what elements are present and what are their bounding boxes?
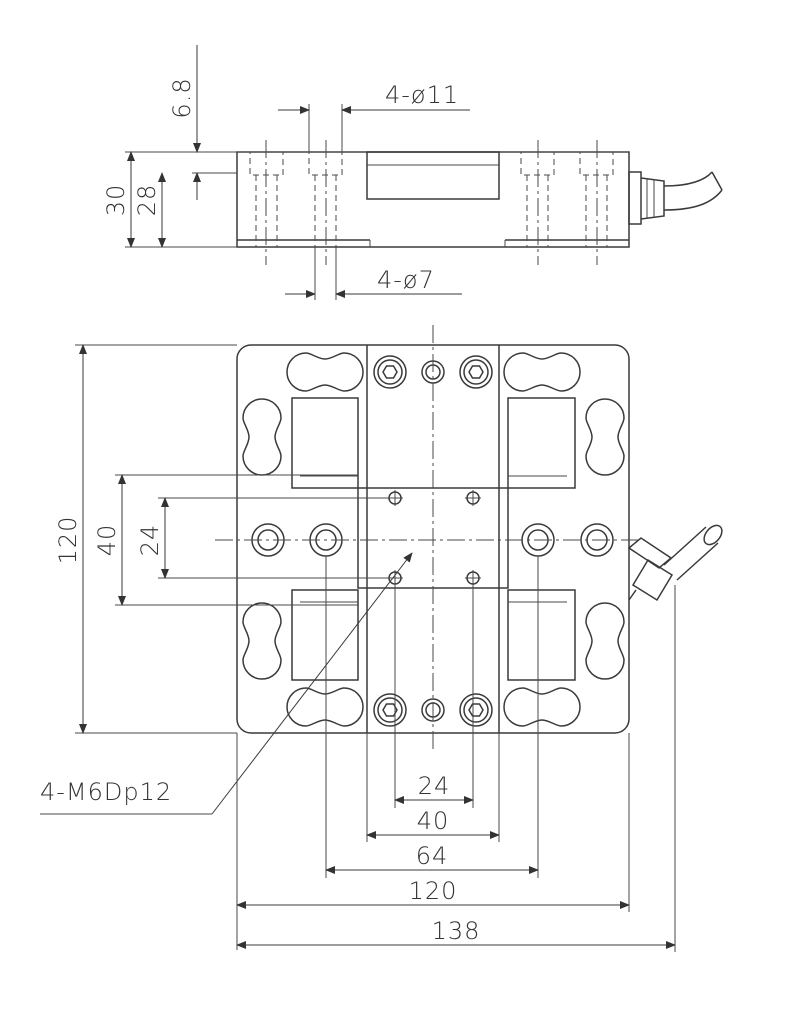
- side-view: 6.8 30 28 4-ø11 4-ø7: [102, 45, 723, 300]
- top-cable-gland: [627, 524, 723, 602]
- dim-40-vertical: 40: [93, 524, 121, 557]
- side-cable-gland: [628, 171, 723, 225]
- dim-4-d7: 4-ø7: [377, 266, 435, 294]
- dim-30: 30: [102, 184, 130, 217]
- slot-bottom-left: [286, 687, 364, 727]
- screw-top-right: [459, 355, 493, 389]
- dim-40-horizontal: 40: [417, 807, 450, 835]
- thread-callout: 4-M6Dp12: [40, 778, 172, 806]
- side-window: [366, 151, 500, 200]
- screw-top-left: [373, 355, 407, 389]
- slot-right-lower: [585, 602, 625, 680]
- dim-138-horizontal: 138: [432, 917, 481, 945]
- side-hole-4: [579, 140, 614, 265]
- dim-120-horizontal: 120: [409, 877, 458, 905]
- dim-24-horizontal: 24: [418, 772, 451, 800]
- slot-left-lower: [242, 602, 282, 680]
- side-hole-3: [520, 140, 555, 265]
- slot-left-upper: [242, 398, 282, 476]
- top-view: 120 40 24 4-M6Dp12 24 40 64 120: [40, 325, 723, 952]
- slot-right-upper: [585, 398, 625, 476]
- thread-hole-2: [465, 490, 481, 506]
- dim-120-vertical: 120: [54, 516, 82, 565]
- dim-6-8: 6.8: [168, 77, 196, 118]
- slot-top-left: [286, 352, 364, 392]
- screw-bottom-right: [459, 693, 493, 727]
- slot-top-right: [503, 352, 581, 392]
- dim-64-horizontal: 64: [416, 842, 449, 870]
- slot-bottom-right: [503, 687, 581, 727]
- screw-bottom-left: [373, 693, 407, 727]
- dim-4-d11: 4-ø11: [385, 81, 459, 109]
- dim-28: 28: [133, 184, 161, 217]
- side-hole-1: [249, 140, 284, 265]
- dim-24-vertical: 24: [136, 524, 164, 557]
- side-hole-2: [308, 140, 343, 265]
